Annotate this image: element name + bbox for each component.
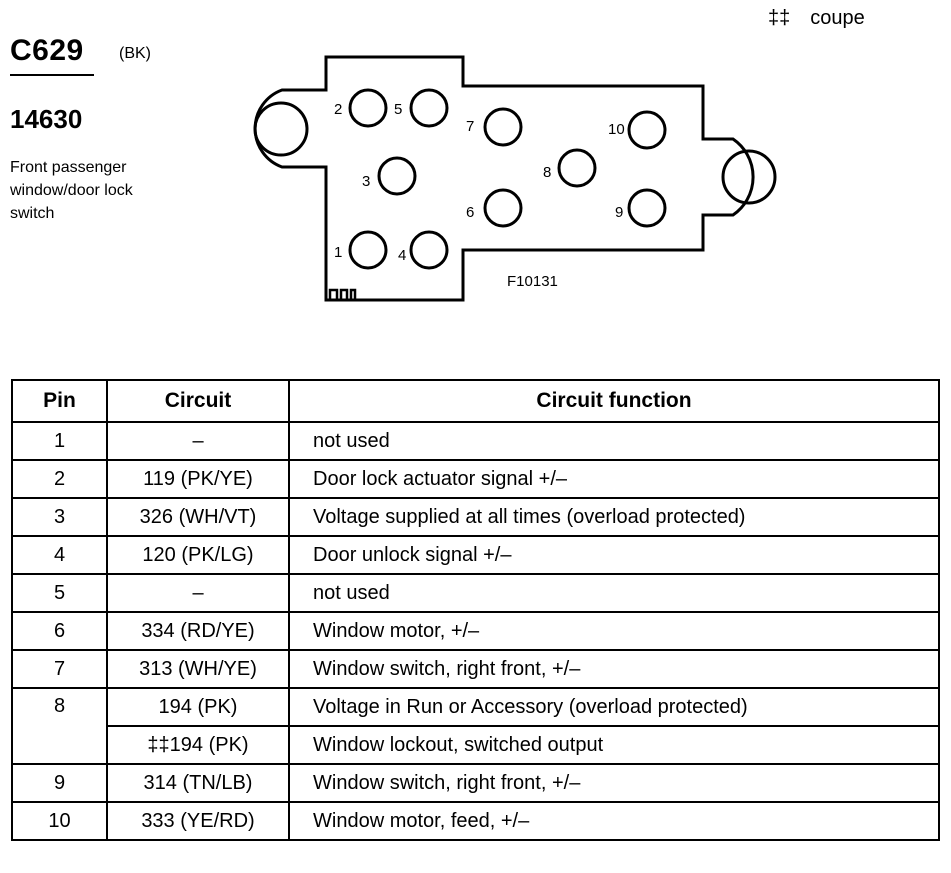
circuit-cell: – bbox=[106, 421, 290, 461]
key-notch bbox=[328, 288, 357, 300]
pin-cell: 1 bbox=[11, 421, 108, 461]
function-cell: Window lockout, switched output bbox=[288, 725, 940, 765]
pin-label: 9 bbox=[615, 204, 623, 221]
table-row: 3 326 (WH/VT) Voltage supplied at all ti… bbox=[11, 497, 940, 537]
table-row: 1 – not used bbox=[11, 421, 940, 461]
circuit-cell: 314 (TN/LB) bbox=[106, 763, 290, 803]
pin-table: Pin Circuit Circuit function 1 – not use… bbox=[11, 379, 940, 841]
pin-cell: 10 bbox=[11, 801, 108, 841]
table-row: ‡‡194 (PK) Window lockout, switched outp… bbox=[12, 725, 940, 765]
pin-cell: 7 bbox=[11, 649, 108, 689]
table-row: 6 334 (RD/YE) Window motor, +/– bbox=[11, 611, 940, 651]
description-line: window/door lock bbox=[10, 182, 133, 199]
pin-cell: 5 bbox=[11, 573, 108, 613]
pin-cavity bbox=[483, 188, 523, 228]
table-row: 5 – not used bbox=[11, 573, 940, 613]
table-row: 10 333 (YE/RD) Window motor, feed, +/– bbox=[11, 801, 940, 841]
function-cell: not used bbox=[288, 573, 940, 613]
pin-cell: 8 bbox=[11, 687, 108, 765]
pin-cavity bbox=[627, 188, 667, 228]
header-circuit: Circuit bbox=[106, 379, 290, 423]
pin-cell: 9 bbox=[11, 763, 108, 803]
pin-label: 8 bbox=[543, 164, 551, 181]
right-mounting-hole bbox=[721, 149, 777, 205]
function-cell: Door lock actuator signal +/– bbox=[288, 459, 940, 499]
function-cell: Door unlock signal +/– bbox=[288, 535, 940, 575]
connector-body-outline bbox=[253, 55, 755, 302]
pin-label: 2 bbox=[334, 101, 342, 118]
circuit-cell: 119 (PK/YE) bbox=[106, 459, 290, 499]
function-cell: not used bbox=[288, 421, 940, 461]
pin-cell: 6 bbox=[11, 611, 108, 651]
table-row: 8 194 (PK) Voltage in Run or Accessory (… bbox=[11, 687, 940, 765]
pin-label: 5 bbox=[394, 101, 402, 118]
figure-label: F10131 bbox=[507, 273, 558, 290]
connector-color-code: (BK) bbox=[119, 45, 151, 62]
circuit-cell: 194 (PK) bbox=[106, 687, 290, 727]
pin-cavity bbox=[557, 148, 597, 188]
pin-label: 7 bbox=[466, 118, 474, 135]
pin-cavity bbox=[348, 88, 388, 128]
function-cell: Window switch, right front, +/– bbox=[288, 763, 940, 803]
function-cell: Window switch, right front, +/– bbox=[288, 649, 940, 689]
pin-label: 4 bbox=[398, 247, 406, 264]
pin-cavity bbox=[483, 107, 523, 147]
connector-face-diagram: 1 2 3 4 5 6 7 8 9 10 F10131 bbox=[253, 55, 777, 302]
function-cell: Window motor, +/– bbox=[288, 611, 940, 651]
connector-id-underline bbox=[10, 74, 94, 76]
pin-cavity bbox=[409, 88, 449, 128]
note-text: coupe bbox=[810, 7, 865, 29]
note-symbol: ‡‡ bbox=[768, 7, 791, 29]
pin-label: 3 bbox=[362, 173, 370, 190]
pin-cavity bbox=[348, 230, 388, 270]
circuit-cell: 333 (YE/RD) bbox=[106, 801, 290, 841]
circuit-cell: ‡‡194 (PK) bbox=[106, 725, 290, 765]
function-cell: Voltage supplied at all times (overload … bbox=[288, 497, 940, 537]
pin-cavity bbox=[409, 230, 449, 270]
circuit-cell: 313 (WH/YE) bbox=[106, 649, 290, 689]
pin-cavity bbox=[377, 156, 417, 196]
table-row: 7 313 (WH/YE) Window switch, right front… bbox=[11, 649, 940, 689]
table-header-row: Pin Circuit Circuit function bbox=[11, 379, 940, 423]
description-line: switch bbox=[10, 205, 55, 222]
pin-label: 10 bbox=[608, 121, 625, 138]
header-pin: Pin bbox=[11, 379, 108, 423]
coupe-note: ‡‡ coupe bbox=[768, 7, 865, 30]
connector-id: C629 bbox=[10, 34, 84, 67]
function-cell: Voltage in Run or Accessory (overload pr… bbox=[288, 687, 940, 727]
function-cell: Window motor, feed, +/– bbox=[288, 801, 940, 841]
table-row: 9 314 (TN/LB) Window switch, right front… bbox=[11, 763, 940, 803]
circuit-cell: – bbox=[106, 573, 290, 613]
circuit-cell: 120 (PK/LG) bbox=[106, 535, 290, 575]
pin-label: 6 bbox=[466, 204, 474, 221]
pin-cell: 4 bbox=[11, 535, 108, 575]
part-number: 14630 bbox=[10, 104, 83, 134]
circuit-cell: 334 (RD/YE) bbox=[106, 611, 290, 651]
connector-description: Front passenger window/door lock switch bbox=[10, 156, 170, 225]
table-row: 2 119 (PK/YE) Door lock actuator signal … bbox=[11, 459, 940, 499]
pin-cell: 2 bbox=[11, 459, 108, 499]
table-row: 4 120 (PK/LG) Door unlock signal +/– bbox=[11, 535, 940, 575]
pin-cell: 3 bbox=[11, 497, 108, 537]
description-line: Front passenger bbox=[10, 159, 127, 176]
pin-cavity bbox=[627, 110, 667, 150]
circuit-cell: 326 (WH/VT) bbox=[106, 497, 290, 537]
left-mounting-hole bbox=[253, 101, 309, 157]
header-function: Circuit function bbox=[288, 379, 940, 423]
pin-label: 1 bbox=[334, 244, 342, 261]
